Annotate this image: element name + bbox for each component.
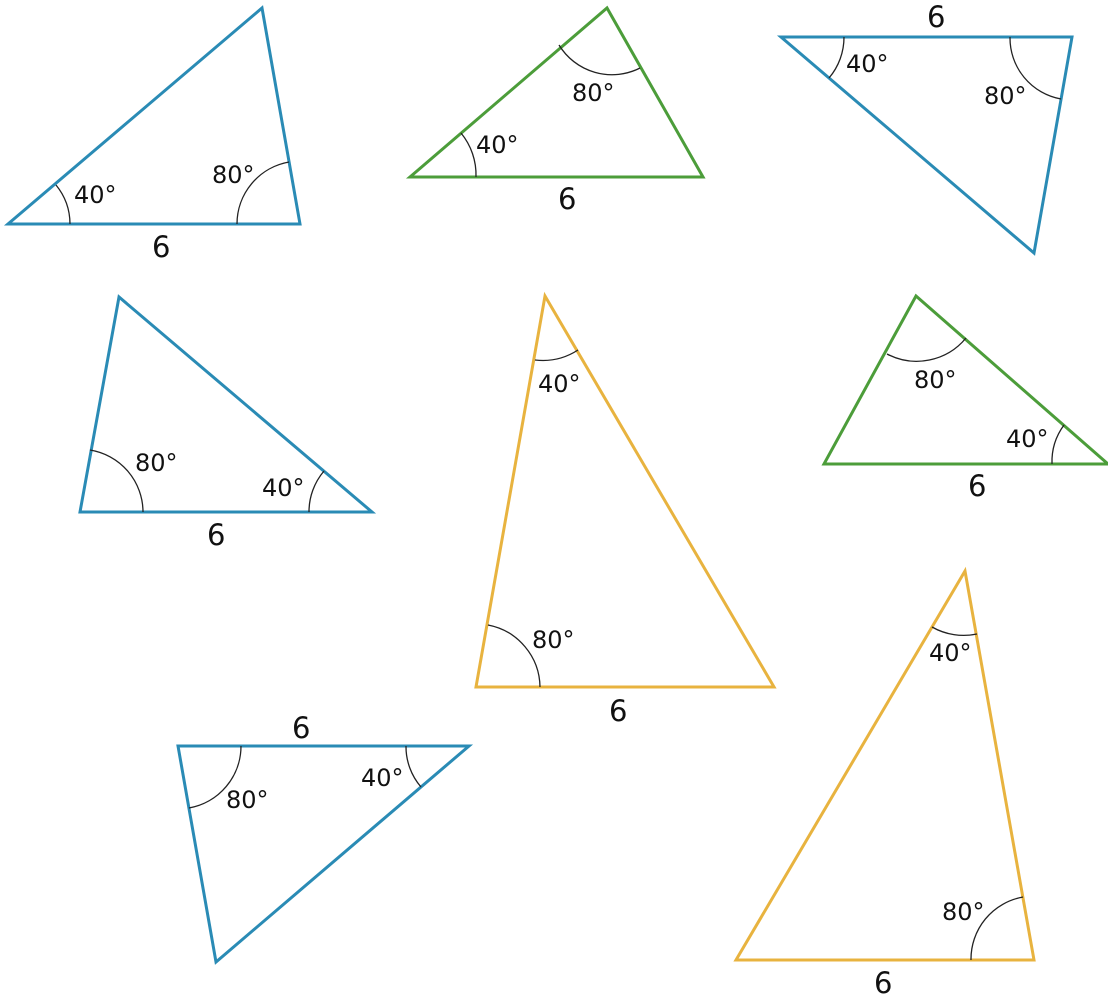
triangle-5-angle-80-label: 80° xyxy=(532,626,575,654)
triangle-8-angle-80-arc xyxy=(970,896,1024,961)
triangle-3-angle-80-arc xyxy=(1009,36,1062,100)
triangle-6-outline xyxy=(821,293,1108,466)
triangle-1-angle-80-arc xyxy=(236,161,290,225)
triangle-7-angle-80-label: 80° xyxy=(226,786,269,814)
triangle-1-outline xyxy=(3,5,302,226)
triangle-5-angle-40-label: 40° xyxy=(538,370,581,398)
triangle-4-angle-40-label: 40° xyxy=(262,474,305,502)
triangle-1-angle-40-arc xyxy=(55,184,71,225)
triangle-8: 40° 80° 6 xyxy=(733,566,1036,997)
triangle-4-angle-80-label: 80° xyxy=(135,449,178,477)
triangle-7: 80° 40° 6 xyxy=(176,711,474,965)
triangle-6-side-label: 6 xyxy=(968,469,986,503)
triangle-2-outline xyxy=(405,5,706,179)
triangle-6: 80° 40° 6 xyxy=(821,293,1108,503)
triangle-6-angle-40-arc xyxy=(1051,424,1065,465)
triangle-2-side-label: 6 xyxy=(558,182,576,216)
triangle-7-angle-80-arc xyxy=(188,745,242,809)
triangle-2-angle-40-arc xyxy=(460,132,477,178)
triangle-3-angle-80-label: 80° xyxy=(984,82,1027,110)
triangle-5-angle-40-arc xyxy=(534,349,579,362)
triangle-4-angle-40-arc xyxy=(308,470,325,513)
triangle-7-angle-40-arc xyxy=(405,745,422,788)
triangle-1: 40° 80° 6 xyxy=(3,5,302,264)
triangle-1-angle-40-label: 40° xyxy=(74,181,117,209)
triangle-3-angle-40-label: 40° xyxy=(846,50,889,78)
triangle-1-angle-80-label: 80° xyxy=(212,161,255,189)
triangle-1-side-label: 6 xyxy=(152,230,170,264)
triangle-4-angle-80-arc xyxy=(89,449,144,513)
triangle-5-angle-80-arc xyxy=(487,624,541,688)
triangle-7-side-label: 6 xyxy=(292,711,310,745)
triangle-8-outline xyxy=(733,566,1036,962)
triangle-6-angle-80-label: 80° xyxy=(914,366,957,394)
triangle-5-side-label: 6 xyxy=(609,694,627,728)
triangle-8-angle-40-arc xyxy=(931,626,978,637)
triangle-7-outline xyxy=(176,744,474,965)
triangle-6-angle-80-arc xyxy=(886,337,967,362)
triangle-8-angle-80-label: 80° xyxy=(942,898,985,926)
triangle-7-angle-40-label: 40° xyxy=(361,764,404,792)
triangle-2-angle-80-label: 80° xyxy=(572,79,615,107)
triangle-2: 40° 80° 6 xyxy=(405,5,706,216)
triangle-2-angle-80-arc xyxy=(558,44,641,76)
triangle-8-angle-40-label: 40° xyxy=(929,639,972,667)
triangle-5-outline xyxy=(474,291,777,689)
triangle-6-angle-40-label: 40° xyxy=(1006,425,1049,453)
triangle-4-side-label: 6 xyxy=(207,518,225,552)
triangle-4-outline xyxy=(78,294,377,514)
triangle-3-side-label: 6 xyxy=(927,0,945,34)
triangle-4: 80° 40° 6 xyxy=(78,294,377,552)
triangle-3-outline xyxy=(776,35,1074,256)
triangle-5: 40° 80° 6 xyxy=(474,291,777,728)
triangle-3: 40° 80° 6 xyxy=(776,0,1074,256)
triangle-3-angle-40-arc xyxy=(828,36,845,79)
triangle-8-side-label: 6 xyxy=(874,966,892,997)
triangle-2-angle-40-label: 40° xyxy=(476,131,519,159)
